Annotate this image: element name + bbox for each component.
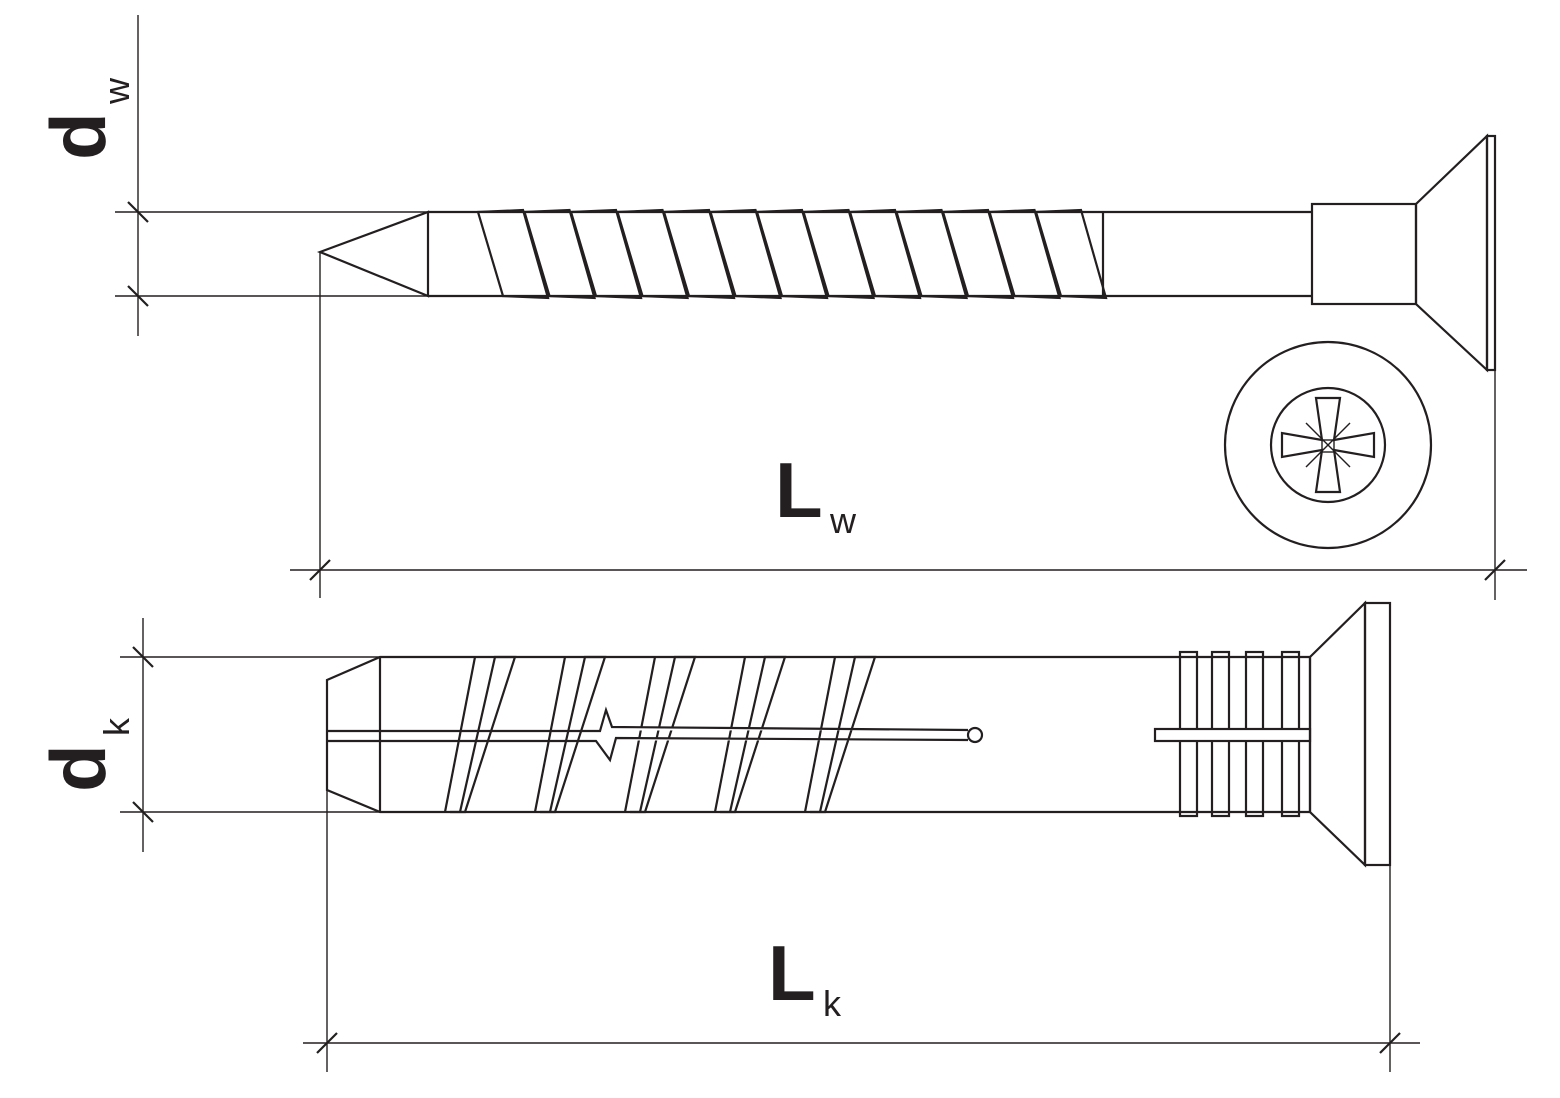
thread [616, 208, 689, 300]
thread [810, 655, 877, 814]
anchor-diameter-label: d k [34, 717, 137, 792]
screw [316, 133, 1497, 373]
thread [540, 655, 607, 814]
thread [1034, 208, 1108, 300]
label-subscript: w [829, 500, 857, 541]
anchor-dimensions [120, 618, 1420, 1072]
screw-dimensions [115, 15, 1527, 600]
thread [523, 208, 596, 300]
expansion-slot [327, 706, 969, 733]
thread-edge [713, 656, 747, 813]
screw-head [1414, 133, 1489, 373]
anchor [325, 600, 1392, 868]
screw-neck [1310, 202, 1418, 306]
thread-edge [533, 656, 567, 813]
thread-edge [443, 656, 477, 813]
thread [802, 208, 875, 300]
label-subscript: k [823, 983, 842, 1024]
anchor-head [1308, 600, 1367, 868]
thread-edge [623, 656, 657, 813]
label-main: d [34, 744, 122, 792]
thread [941, 208, 1015, 300]
label-main: d [34, 112, 122, 160]
thread-edge [803, 656, 837, 813]
screw-diameter-label: d w [34, 77, 137, 160]
screw-threads [476, 208, 1108, 300]
thread [848, 208, 922, 300]
thread [476, 208, 550, 300]
thread [662, 208, 736, 300]
screw-length-label: L w [775, 446, 857, 541]
label-main: L [775, 446, 823, 534]
anchor-length-label: L k [768, 929, 842, 1024]
thread [630, 655, 697, 814]
screw-tip [316, 210, 430, 298]
label-main: L [768, 929, 816, 1017]
pozidriv-recess-icon [1223, 340, 1433, 550]
label-subscript: k [96, 717, 137, 736]
thread [895, 208, 968, 300]
thread [450, 655, 517, 814]
thread [988, 208, 1061, 300]
thread [755, 208, 829, 300]
head-slot [1153, 727, 1312, 743]
label-subscript: w [96, 77, 137, 105]
thread [720, 655, 787, 814]
thread [709, 208, 782, 300]
thread [569, 208, 643, 300]
anchor-threads [443, 655, 877, 814]
